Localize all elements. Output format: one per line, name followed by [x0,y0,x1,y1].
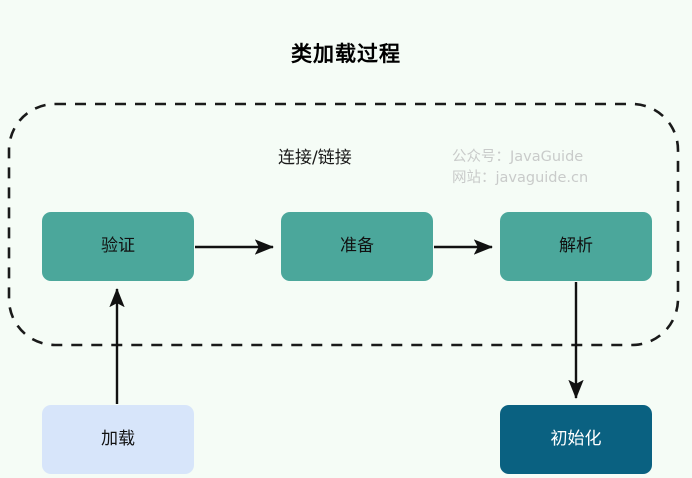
node-prepare[interactable]: 准备 [281,212,433,281]
watermark: 公众号：JavaGuide 网站：javaguide.cn [452,147,588,189]
watermark-line-2: 网站：javaguide.cn [452,170,589,186]
node-verify[interactable]: 验证 [42,212,194,281]
connect-phase-label: 连接/链接 [278,148,352,168]
page-title: 类加载过程 [291,42,401,66]
watermark-line-1: 公众号：JavaGuide [452,149,584,165]
node-initialize[interactable]: 初始化 [500,405,652,474]
node-load[interactable]: 加载 [42,405,194,474]
node-resolve[interactable]: 解析 [500,212,652,281]
